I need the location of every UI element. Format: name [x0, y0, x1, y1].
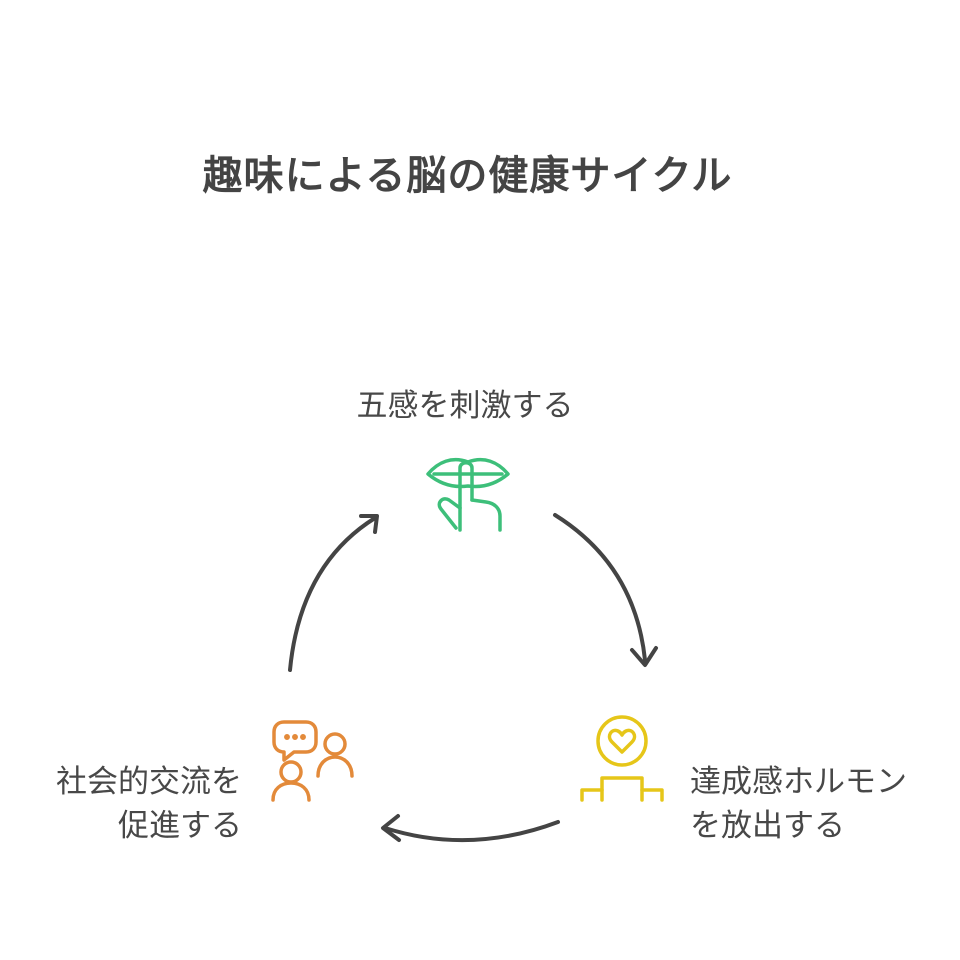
- heart-podium-icon: [580, 715, 664, 802]
- node-label-social-interaction: 社会的交流を 促進する: [12, 760, 242, 848]
- node-label-line: 五感を刺激する: [356, 388, 574, 424]
- node-label-line: 達成感ホルモン: [690, 764, 907, 800]
- arrow-right-to-left: [381, 814, 560, 843]
- node-label-line: 促進する: [118, 808, 242, 844]
- node-label-release-hormones: 達成感ホルモン を放出する: [690, 760, 907, 848]
- node-label-stimulate-senses: 五感を刺激する: [330, 384, 600, 428]
- people-chat-icon: [271, 720, 354, 802]
- page-title: 趣味による脳の健康サイクル: [202, 153, 733, 199]
- node-label-line: を放出する: [690, 808, 845, 844]
- node-label-line: 社会的交流を: [56, 764, 242, 800]
- arrow-left-to-top: [288, 514, 379, 672]
- shush-finger-lips-icon: [426, 457, 510, 532]
- arrow-top-to-right: [553, 513, 658, 667]
